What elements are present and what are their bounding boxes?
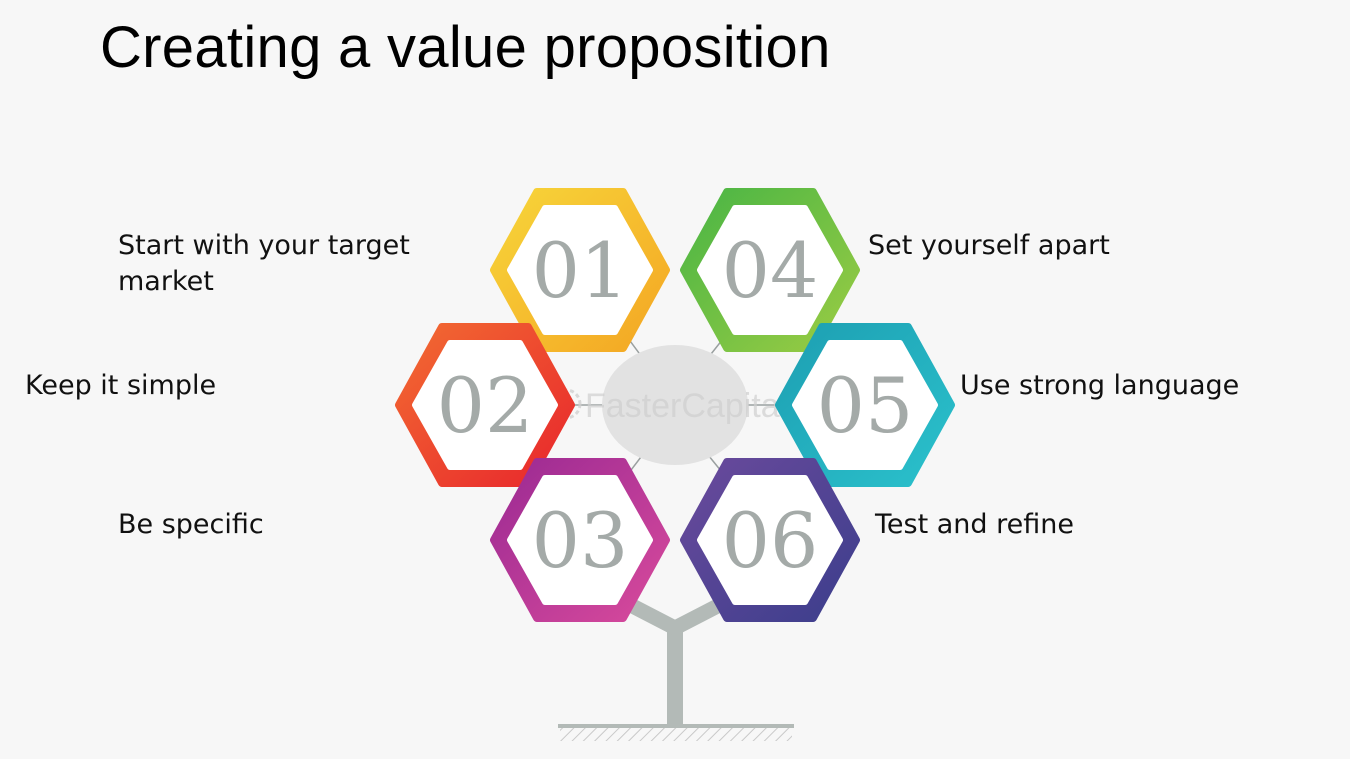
step-label-01: Start with your target market: [118, 230, 410, 297]
step-label-06: Test and refine: [875, 509, 1074, 540]
step-number-01: 01: [532, 226, 629, 315]
hexagon-inner-06: [697, 475, 843, 605]
center-circle: [602, 345, 748, 465]
page-title: Creating a value proposition: [100, 15, 831, 80]
hexagon-step-03: 03: [490, 458, 670, 622]
tree-trunk: [667, 622, 683, 726]
hexagon-step-06: 06: [680, 458, 860, 622]
step-label-05: Use strong language: [960, 370, 1240, 401]
ground-hatch: [560, 727, 792, 741]
hexagon-step-05: 05: [775, 323, 955, 487]
hexagon-step-04: 04: [680, 188, 860, 352]
watermark-text: FasterCapital: [585, 387, 787, 425]
step-label-02: Keep it simple: [25, 370, 217, 401]
hexagon-step-02: 02: [395, 323, 575, 487]
watermark: FasterCapital: [550, 387, 787, 425]
hexagon-inner-05: [792, 340, 938, 470]
step-number-05: 05: [817, 361, 914, 450]
hexagon-step-01: 01: [490, 188, 670, 352]
hexagon-inner-01: [507, 205, 653, 335]
hexagon-inner-02: [412, 340, 558, 470]
step-label-03: Be specific: [118, 509, 264, 540]
step-number-03: 03: [532, 496, 629, 585]
step-label-04: Set yourself apart: [868, 230, 1110, 261]
step-number-02: 02: [437, 361, 534, 450]
step-number-06: 06: [722, 496, 819, 585]
hexagon-inner-03: [507, 475, 653, 605]
hexagons: 01 02 03 04 05 06: [395, 188, 955, 622]
hexagon-inner-04: [697, 205, 843, 335]
step-number-04: 04: [722, 226, 819, 315]
